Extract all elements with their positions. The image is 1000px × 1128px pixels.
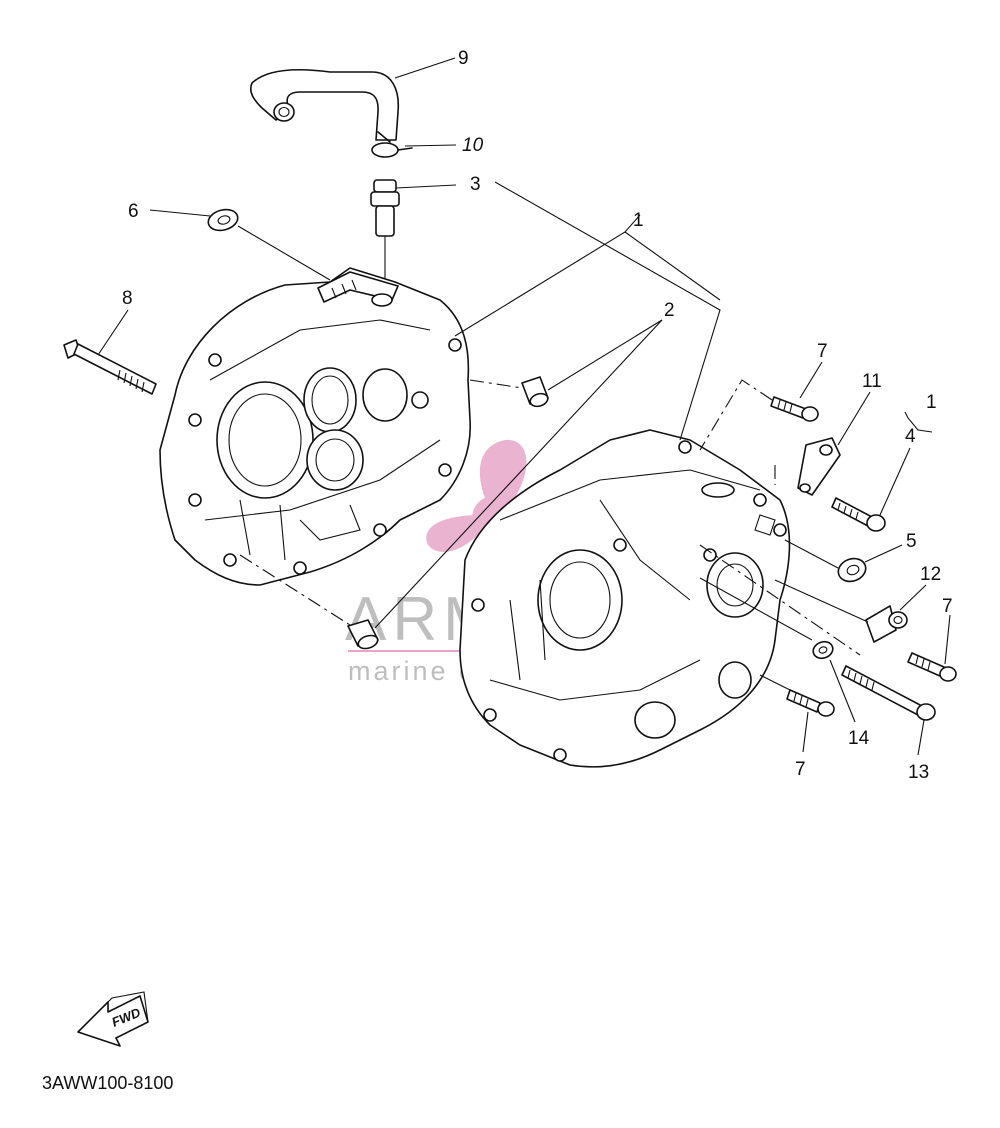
hose-clip: [371, 131, 413, 158]
fwd-arrow-icon: FWD: [77, 991, 149, 1047]
washer-5: [837, 557, 867, 583]
breather-nipple: [370, 179, 400, 290]
callout-11: 9: [458, 48, 469, 69]
breather-hose: [249, 68, 400, 141]
callout-13: 11: [862, 371, 882, 392]
callout-labels: 9 10 3 6 1 8 2 7 11 1 4 5 12 7 14 7 13: [122, 48, 953, 783]
long-bolt-9: [841, 665, 936, 721]
short-bolt-lower: [786, 689, 835, 717]
callout-7-lower: 7: [795, 759, 806, 780]
callout-6: 6: [128, 201, 139, 222]
callout-7-right: 7: [942, 596, 953, 617]
callout-7-upper: 7: [817, 341, 828, 362]
short-bolt-upper: [770, 396, 819, 422]
callout-12: 10: [462, 135, 484, 156]
bracket: [797, 437, 841, 496]
callout-1-top: 1: [633, 210, 644, 231]
short-bolt-right: [907, 652, 957, 682]
cable-clamp: [865, 605, 908, 643]
callout-3: 3: [470, 174, 481, 195]
screw-4: [831, 497, 886, 532]
callout-5: 5: [906, 531, 917, 552]
callout-14: 12: [920, 564, 941, 585]
right-crankcase-half: [459, 429, 791, 768]
callout-1-right: 1: [926, 392, 937, 413]
seal-washer: [207, 208, 239, 232]
leader-lines: [97, 57, 951, 756]
dowel-pin-lower: [347, 619, 379, 650]
callout-8: 8: [122, 288, 133, 309]
washer-10: [812, 640, 834, 660]
diagram-code: 3AWW100-8100: [42, 1073, 173, 1093]
callout-9: 13: [908, 762, 929, 783]
callout-10: 14: [848, 728, 870, 749]
long-bolt: [63, 339, 157, 395]
callout-4: 4: [905, 426, 916, 447]
dowel-pin-upper: [521, 376, 549, 408]
left-crankcase-half: [159, 267, 471, 586]
callout-2: 2: [664, 300, 675, 321]
